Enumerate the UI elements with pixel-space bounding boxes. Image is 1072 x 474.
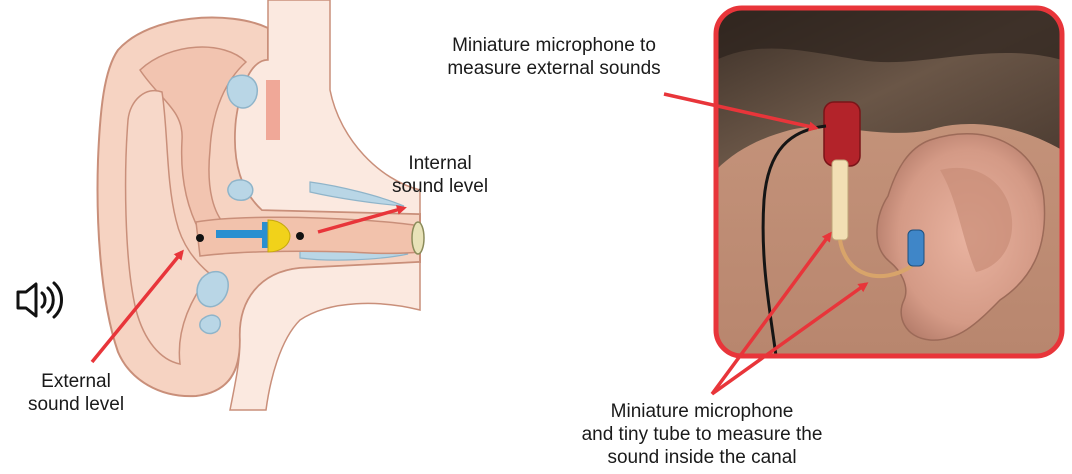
bone-1 <box>227 75 257 108</box>
photo-earplug <box>908 230 924 266</box>
bone-2 <box>228 180 253 200</box>
internal-measure-point <box>296 232 304 240</box>
external-sound-level-line-1: External <box>6 370 146 393</box>
ear-photo <box>716 8 1062 356</box>
internal-sound-level-line-2: sound level <box>382 175 498 198</box>
bone-4 <box>200 315 220 333</box>
speaker-icon <box>18 283 62 317</box>
earplug-flange <box>262 222 268 248</box>
earplug-stem <box>216 230 264 238</box>
canal-microphone-line-2: and tiny tube to measure the <box>530 423 874 446</box>
external-measure-point <box>196 234 204 242</box>
photo-external-mic <box>824 102 860 166</box>
internal-sound-level-line-1: Internal <box>382 152 498 175</box>
scalp-strip <box>266 80 280 140</box>
ear-cross-section <box>98 0 424 410</box>
external-microphone-line-2: measure external sounds <box>412 57 696 80</box>
external-microphone-label: Miniature microphone to measure external… <box>412 34 696 80</box>
canal-microphone-line-1: Miniature microphone <box>530 400 874 423</box>
eardrum <box>412 222 424 254</box>
external-sound-level-label: External sound level <box>6 370 146 416</box>
external-microphone-line-1: Miniature microphone to <box>412 34 696 57</box>
external-sound-level-line-2: sound level <box>6 393 146 416</box>
canal-microphone-line-3: sound inside the canal <box>530 446 874 469</box>
canal-microphone-label: Miniature microphone and tiny tube to me… <box>530 400 874 469</box>
internal-sound-level-label: Internal sound level <box>382 152 498 198</box>
